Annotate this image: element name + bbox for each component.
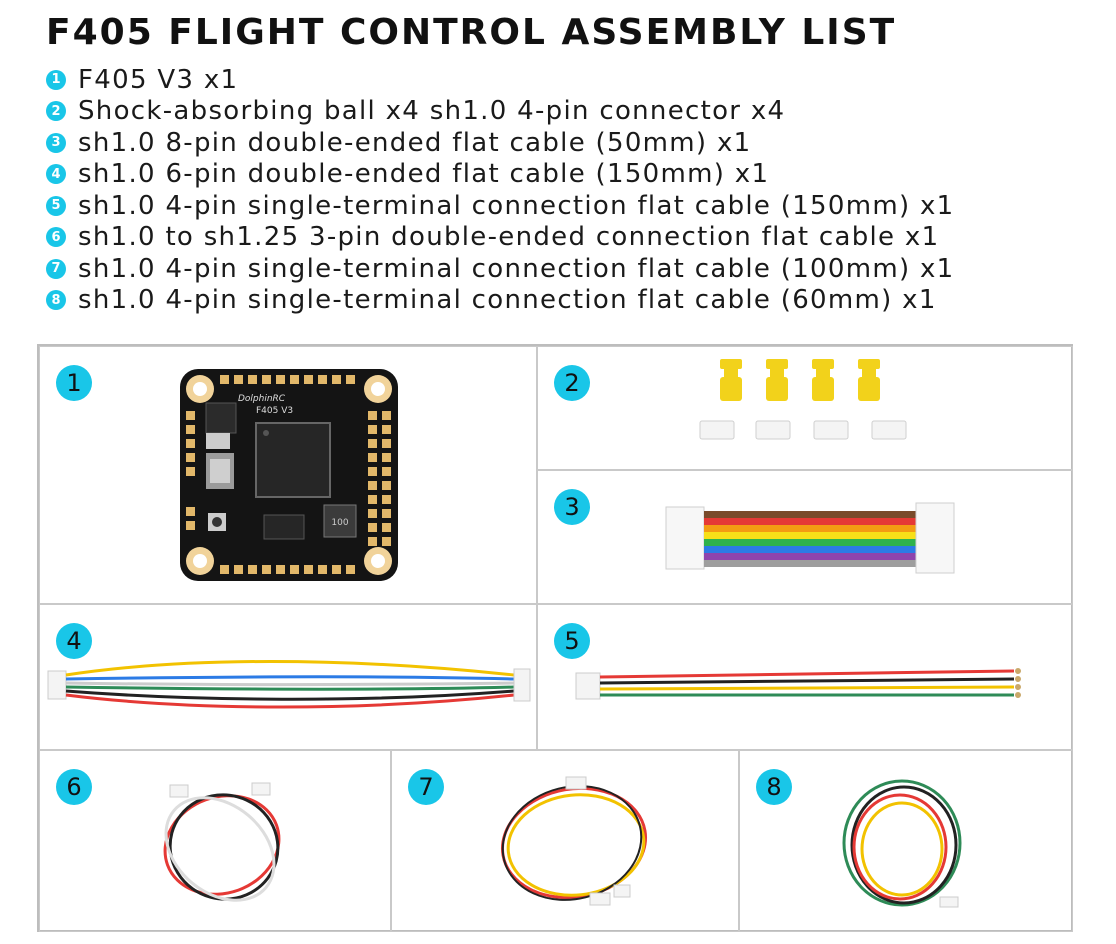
part-number-badge: 6 xyxy=(56,769,92,805)
item-number-badge: 2 xyxy=(46,101,66,122)
part-number-badge: 8 xyxy=(756,769,792,805)
flight-controller-board-image: DolphinRC F405 V3 100 xyxy=(180,369,398,581)
list-item-text: sh1.0 8-pin double-ended flat cable (50m… xyxy=(78,127,752,158)
part-number-badge: 4 xyxy=(56,623,92,659)
part-cell-5: 5 xyxy=(537,604,1073,750)
board-brand-text: DolphinRC xyxy=(238,394,286,404)
item-number-badge: 6 xyxy=(46,227,66,248)
parts-grid: 1 xyxy=(37,344,1073,932)
ribbon-cable-image xyxy=(665,502,955,574)
ribbon-wire xyxy=(704,525,916,532)
part-number-badge: 7 xyxy=(408,769,444,805)
dampers-and-connectors-image xyxy=(699,359,907,440)
part-cell-4: 4 xyxy=(39,604,537,750)
item-number-badge: 5 xyxy=(46,195,66,216)
list-item-text: F405 V3 x1 xyxy=(78,64,239,95)
list-item-text: sh1.0 4-pin single-terminal connection f… xyxy=(78,253,955,284)
four-pin-cable-60mm-image xyxy=(842,779,962,908)
list-item-text: sh1.0 6-pin double-ended flat cable (150… xyxy=(78,159,770,190)
ribbon-wire xyxy=(704,546,916,553)
part-cell-1: 1 xyxy=(39,346,537,604)
part-cell-8: 8 xyxy=(739,750,1073,932)
list-item: 5 sh1.0 4-pin single-terminal connection… xyxy=(46,190,955,222)
list-item: 6 sh1.0 to sh1.25 3-pin double-ended con… xyxy=(46,222,955,254)
four-pin-cable-150mm-image xyxy=(575,668,1021,700)
list-item-text: Shock-absorbing ball x4 sh1.0 4-pin conn… xyxy=(78,96,786,127)
page-title: F405 FLIGHT CONTROL ASSEMBLY LIST xyxy=(46,12,897,53)
list-item: 4 sh1.0 6-pin double-ended flat cable (1… xyxy=(46,159,955,191)
four-pin-cable-100mm-image xyxy=(500,776,648,906)
part-cell-2: 2 xyxy=(537,346,1073,470)
list-item-text: sh1.0 4-pin single-terminal connection f… xyxy=(78,285,937,316)
part-cell-3: 3 xyxy=(537,470,1073,604)
list-item: 8 sh1.0 4-pin single-terminal connection… xyxy=(46,285,955,317)
six-pin-cable-image xyxy=(47,660,531,709)
list-item-text: sh1.0 4-pin single-terminal connection f… xyxy=(78,190,955,221)
part-cell-6: 6 xyxy=(39,750,391,932)
inductor-label: 100 xyxy=(331,518,348,528)
part-number-badge: 3 xyxy=(554,489,590,525)
ribbon-wire xyxy=(704,511,916,518)
item-number-badge: 1 xyxy=(46,69,66,90)
assembly-list: 1 F405 V3 x1 2 Shock-absorbing ball x4 s… xyxy=(46,64,955,316)
ribbon-wire xyxy=(704,532,916,539)
ribbon-wire xyxy=(704,539,916,546)
item-number-badge: 4 xyxy=(46,164,66,185)
list-item: 3 sh1.0 8-pin double-ended flat cable (5… xyxy=(46,127,955,159)
item-number-badge: 3 xyxy=(46,132,66,153)
part-cell-7: 7 xyxy=(391,750,739,932)
board-model-text: F405 V3 xyxy=(256,406,293,416)
ribbon-wires xyxy=(704,511,916,567)
list-item: 1 F405 V3 x1 xyxy=(46,64,955,96)
part-number-badge: 1 xyxy=(56,365,92,401)
list-item-text: sh1.0 to sh1.25 3-pin double-ended conne… xyxy=(78,222,940,253)
part-number-badge: 2 xyxy=(554,365,590,401)
item-number-badge: 8 xyxy=(46,290,66,311)
list-item: 7 sh1.0 4-pin single-terminal connection… xyxy=(46,253,955,285)
list-item: 2 Shock-absorbing ball x4 sh1.0 4-pin co… xyxy=(46,96,955,128)
item-number-badge: 7 xyxy=(46,258,66,279)
ribbon-wire xyxy=(704,518,916,525)
part-number-badge: 5 xyxy=(554,623,590,659)
three-pin-cable-image xyxy=(163,782,281,902)
ribbon-wire xyxy=(704,553,916,560)
ribbon-wire xyxy=(704,560,916,567)
